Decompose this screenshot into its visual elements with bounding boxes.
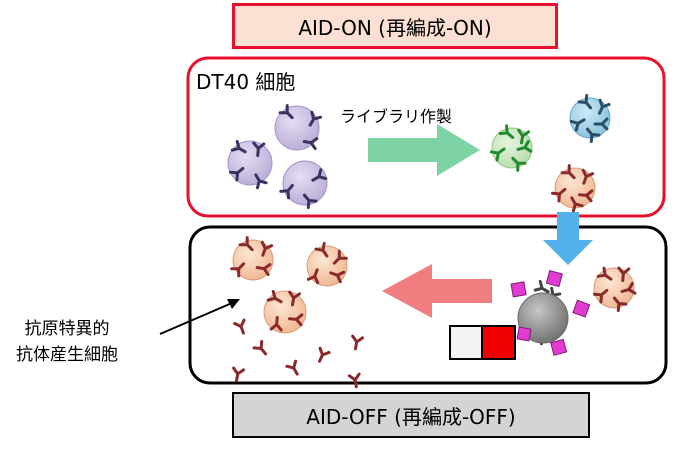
antigen-square [516,326,532,342]
aid-on-label: AID-ON (再編成-ON) [298,15,492,40]
free-antibody [252,339,271,359]
antigen-square [510,281,527,298]
dt40-cell-cluster [227,104,328,210]
green-cell [489,124,533,172]
antigen-square [572,299,591,318]
library-label: ライブラリ作製 [340,107,453,126]
orange-cell [306,241,348,287]
library-arrow [368,124,480,176]
aid-off-frame [188,225,668,385]
aid-on-banner: AID-ON (再編成-ON) [232,3,558,49]
orange-cell [230,236,274,281]
free-antibody [230,366,245,384]
antigen-bound-cell [510,270,591,356]
orange-cell [263,289,307,334]
free-antibody [349,334,364,352]
magnet-icon [449,325,516,360]
antibody-cell-group [230,236,364,390]
purple-cell [274,104,323,151]
orange-cell [550,164,596,213]
blue-cell [569,93,611,144]
free-antibody [313,346,331,365]
antibody-cell-label: 抗原特異的 抗体産生細胞 [16,316,118,368]
purple-cell [279,160,328,210]
aid-off-banner: AID-OFF (再編成-OFF) [232,392,590,438]
free-antibody [233,318,250,337]
aid-on-frame [186,56,666,218]
purple-cell [227,139,273,190]
antibody-cell-label-line1: 抗原特異的 [24,319,110,339]
pointer-arrow [159,299,240,335]
antigen-square [545,270,563,288]
free-antibody [347,372,363,390]
transition-arrow-down [543,212,593,265]
free-antibody [285,359,304,379]
dt40-cell-label: DT40 細胞 [196,70,296,94]
antibody-cell-label-line2: 抗体産生細胞 [16,345,118,365]
antigen-square [550,338,568,356]
selection-arrow-left [382,264,492,318]
aid-off-label: AID-OFF (再編成-OFF) [306,404,516,429]
orange-cell [592,266,637,313]
